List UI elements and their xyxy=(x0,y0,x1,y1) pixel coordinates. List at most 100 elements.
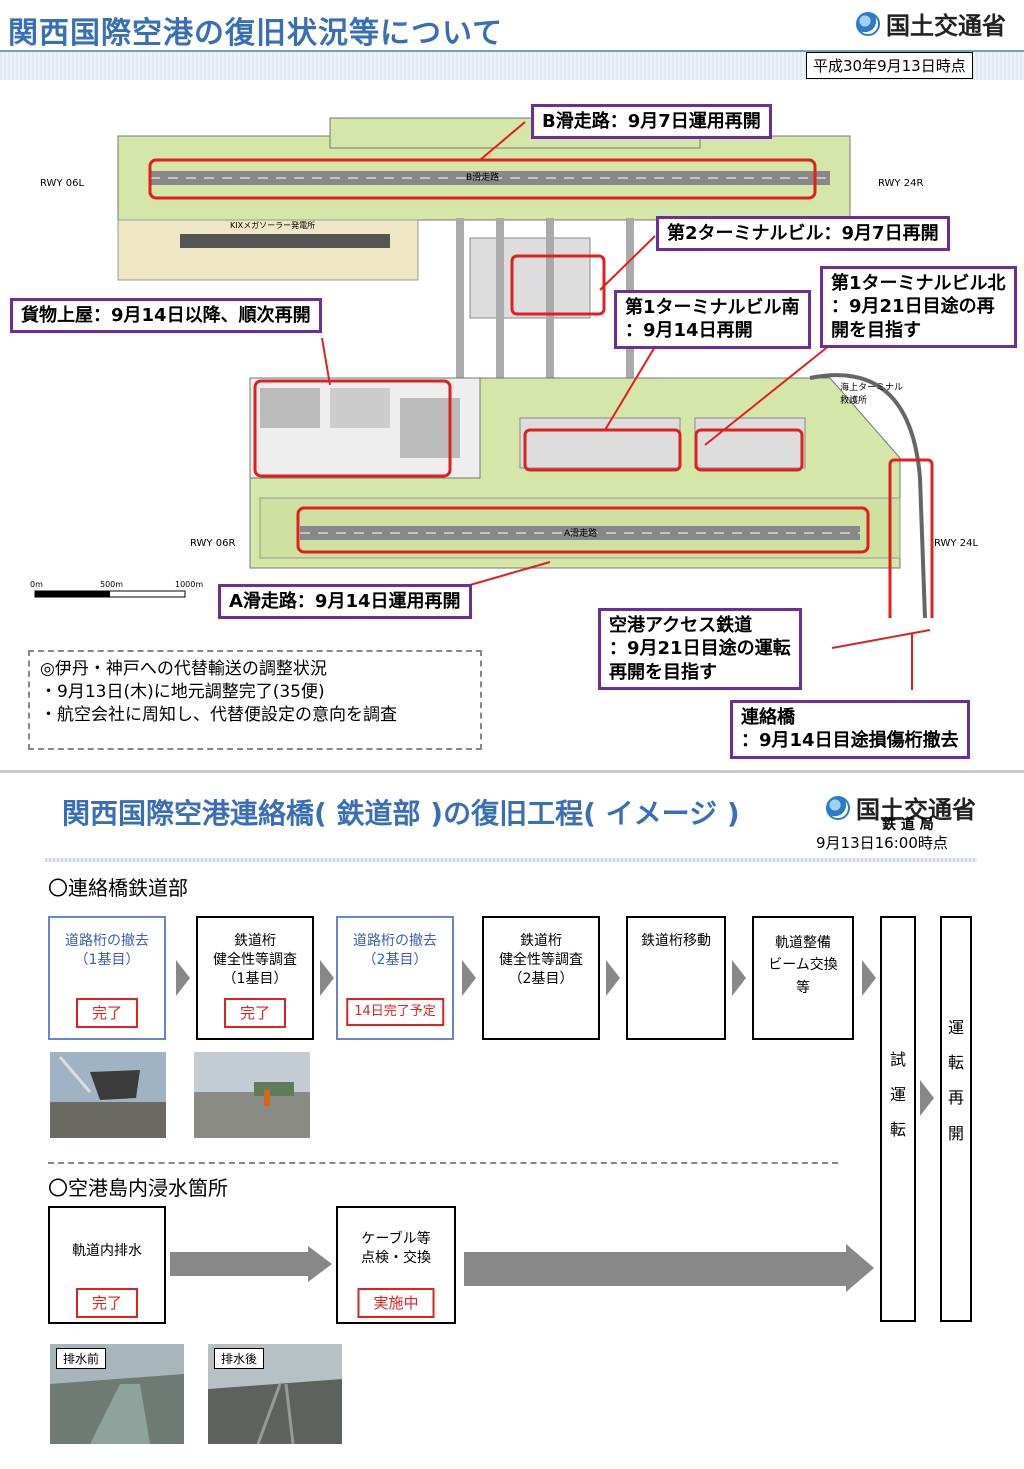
callout-line: ：9月21日目途の運転 xyxy=(609,638,791,660)
trial-run-char: 転 xyxy=(889,1120,906,1140)
row-separator xyxy=(48,1162,838,1164)
photo-girder-survey xyxy=(194,1052,310,1138)
step-text: 道路桁の撤去 xyxy=(65,933,149,949)
ministry-name: 国土交通省 xyxy=(886,12,1006,40)
section-bridge-rail: 〇連絡橋鉄道部 xyxy=(48,876,188,900)
arrow-right-icon xyxy=(462,960,476,996)
rwy-24r-label: RWY 24R xyxy=(878,178,924,189)
as-of-date: 平成30年9月13日時点 xyxy=(806,52,973,79)
ministry-name-2: 国土交通省 xyxy=(856,796,976,824)
arrow-right-icon xyxy=(846,1244,874,1292)
callout-line: 開を目指す xyxy=(831,319,921,341)
callout-access-rail: 空港アクセス鉄道 ：9月21日目途の運転 再開を目指す xyxy=(598,608,802,691)
callout-terminal-1-north: 第1ターミナルビル北 ：9月21日目途の再 開を目指す xyxy=(820,266,1017,349)
status-badge: 完了 xyxy=(223,998,287,1029)
callout-cargo: 貨物上屋：9月14日以降、順次再開 xyxy=(10,298,322,334)
step-track-drainage: 軌道内排水 完了 xyxy=(48,1206,166,1324)
section-flooding: 〇空港島内浸水箇所 xyxy=(48,1176,228,1200)
step-rail-girder-survey-2: 鉄道桁 健全性等調査 （2基目） xyxy=(482,916,600,1040)
step-text: 鉄道桁 xyxy=(234,933,276,949)
step-text: 軌道整備 xyxy=(775,935,831,951)
step-text: （1基目） xyxy=(74,951,140,968)
bureau-name: 鉄 道 局 xyxy=(882,817,934,833)
solar-plant-label: KIXメガソーラー発電所 xyxy=(230,221,316,230)
scale-1000: 1000m xyxy=(175,580,204,589)
arrow-body xyxy=(170,1252,310,1276)
photo-after-drainage: 排水後 xyxy=(208,1344,342,1444)
trial-run-char: 試 xyxy=(889,1050,906,1069)
resume-char: 転 xyxy=(947,1053,964,1073)
callout-line: 再開を目指す xyxy=(609,661,717,683)
step-road-girder-removal-1: 道路桁の撤去 （1基目） 完了 xyxy=(48,916,166,1040)
rwy-06l-label: RWY 06L xyxy=(40,178,85,189)
photo-caption: 排水後 xyxy=(214,1348,265,1369)
callout-line: ：9月21日目途の再 xyxy=(831,296,995,318)
step-text: 健全性等調査 xyxy=(213,951,297,968)
a-runway-label: A滑走路 xyxy=(564,529,598,539)
header-rule xyxy=(0,50,1024,53)
arrow-right-icon xyxy=(862,960,876,996)
resume-char: 再 xyxy=(947,1088,964,1108)
callout-arrows xyxy=(321,121,931,690)
arrow-right-icon xyxy=(920,1080,934,1116)
step-text: ケーブル等 xyxy=(361,1231,431,1247)
step-text: 等 xyxy=(796,979,810,996)
step-cable-inspection: ケーブル等 点検・交換 実施中 xyxy=(336,1206,456,1324)
photo-girder-survey-image xyxy=(194,1052,310,1138)
step-text: （1基目） xyxy=(222,970,288,987)
arrow-right-icon xyxy=(606,960,620,996)
section-divider xyxy=(0,770,1024,773)
status-badge: 完了 xyxy=(75,1288,139,1319)
step-text: 軌道内排水 xyxy=(72,1243,142,1259)
callout-line: 第1ターミナルビル南 xyxy=(625,297,800,318)
arrow-right-icon xyxy=(320,960,334,996)
callout-b-runway: B滑走路：9月7日運用再開 xyxy=(531,104,772,140)
status-badge: 14日完了予定 xyxy=(346,998,444,1026)
trial-run-char: 運 xyxy=(889,1085,906,1105)
note-line: ・9月13日(木)に地元調整完了(35便) xyxy=(40,681,325,702)
ministry-emblem-icon xyxy=(856,11,880,36)
arrow-right-icon xyxy=(732,960,746,996)
callout-terminal-1-south: 第1ターミナルビル南 ：9月14日再開 xyxy=(614,290,811,349)
resume-char: 運 xyxy=(947,1018,964,1037)
airport-map: RWY 06L RWY 24R RWY 06R RWY 24L B滑走路 A滑走… xyxy=(30,98,994,634)
resume-char: 開 xyxy=(947,1123,964,1143)
step-road-girder-removal-2: 道路桁の撤去 （2基目） 14日完了予定 xyxy=(336,916,454,1040)
scale-0: 0m xyxy=(30,580,43,589)
step-text: ビーム交換 xyxy=(768,957,838,974)
note-line: ◎伊丹・神戸への代替輸送の調整状況 xyxy=(40,659,327,679)
schedule-title: 関西国際空港連絡橋( 鉄道部 )の復旧工程( イメージ ) xyxy=(62,797,740,830)
schedule-date: 9月13日16:00時点 xyxy=(816,834,948,852)
service-resume-box: 運 転 再 開 xyxy=(940,916,972,1322)
photo-girder-removal-image xyxy=(50,1052,166,1138)
photo-before-drainage-image xyxy=(50,1344,184,1444)
callout-line: 第1ターミナルビル北 xyxy=(831,273,1006,294)
step-text: （2基目） xyxy=(508,970,574,987)
step-track-maintenance: 軌道整備 ビーム交換 等 xyxy=(752,916,854,1040)
photo-caption: 排水前 xyxy=(56,1348,107,1369)
callout-a-runway: A滑走路：9月14日運用再開 xyxy=(218,584,472,620)
arrow-body xyxy=(464,1252,848,1286)
airport-map-drawing xyxy=(34,117,934,634)
alternate-transport-note: ◎伊丹・神戸への代替輸送の調整状況 ・9月13日(木)に地元調整完了(35便) … xyxy=(28,650,482,750)
status-badge: 完了 xyxy=(75,998,139,1029)
step-text: 鉄道桁 xyxy=(520,933,562,949)
step-rail-girder-survey-1: 鉄道桁 健全性等調査 （1基目） 完了 xyxy=(196,916,314,1040)
scale-500: 500m xyxy=(100,580,124,589)
page-title: 関西国際空港の復旧状況等について xyxy=(8,16,504,51)
callout-line: ：9月14日再開 xyxy=(625,320,753,342)
rwy-06r-label: RWY 06R xyxy=(190,538,236,549)
schedule-title-rule xyxy=(45,858,977,862)
callout-terminal-2: 第2ターミナルビル：9月7日再開 xyxy=(656,216,950,252)
step-text: 鉄道桁移動 xyxy=(641,933,711,949)
status-badge: 実施中 xyxy=(357,1288,435,1319)
photo-girder-removal xyxy=(50,1052,166,1138)
callout-line: 連絡橋 xyxy=(741,707,795,728)
step-rail-girder-move: 鉄道桁移動 xyxy=(626,916,726,1040)
arrow-right-icon xyxy=(308,1246,332,1282)
ministry-logo-2: 国土交通省 xyxy=(826,790,976,825)
step-text: 点検・交換 xyxy=(361,1249,431,1266)
rwy-24l-label: RWY 24L xyxy=(934,538,979,549)
step-text: 道路桁の撤去 xyxy=(353,933,437,949)
arrow-right-icon xyxy=(176,960,190,996)
